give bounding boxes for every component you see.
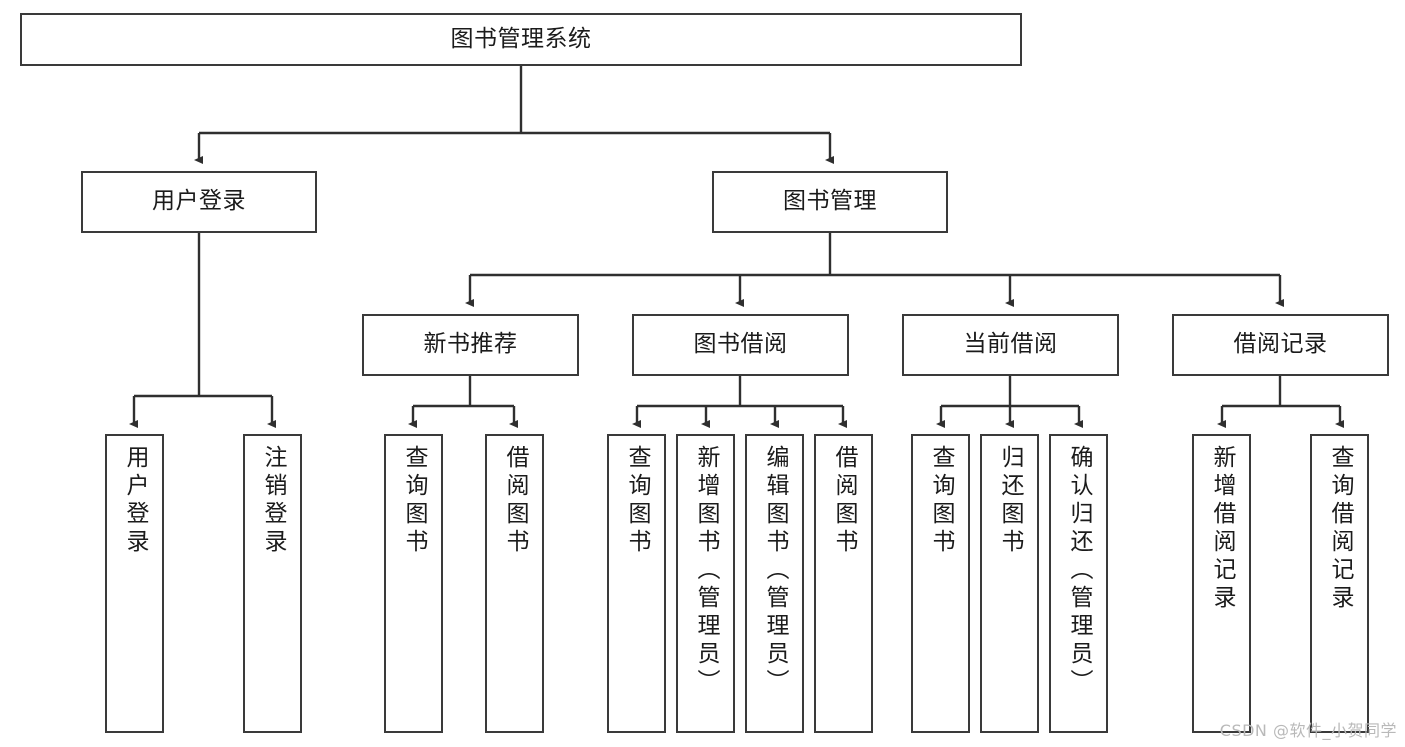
node-root-system[interactable]: 图书管理系统 — [20, 13, 1022, 66]
node-label: 图书借阅 — [693, 331, 788, 358]
node-label: 编辑图书（管理员） — [762, 445, 788, 697]
node-label: 注销登录 — [260, 445, 286, 557]
node-current-borrow[interactable]: 当前借阅 — [902, 314, 1119, 376]
node-book-borrow[interactable]: 图书借阅 — [632, 314, 849, 376]
node-label: 借阅图书 — [502, 445, 528, 557]
node-label: 确认归还（管理员） — [1066, 445, 1092, 697]
leaf-current-borrow-confirm-return[interactable]: 确认归还（管理员） — [1049, 434, 1108, 733]
node-label: 新增借阅记录 — [1209, 445, 1235, 613]
leaf-borrow-record-query[interactable]: 查询借阅记录 — [1310, 434, 1369, 733]
leaf-user-login-signout[interactable]: 注销登录 — [243, 434, 302, 733]
node-label: 查询图书 — [401, 445, 427, 557]
leaf-new-book-query[interactable]: 查询图书 — [384, 434, 443, 733]
leaf-new-book-borrow[interactable]: 借阅图书 — [485, 434, 544, 733]
node-book-manage[interactable]: 图书管理 — [712, 171, 948, 233]
leaf-book-borrow-lend[interactable]: 借阅图书 — [814, 434, 873, 733]
csdn-watermark: CSDN @软件_小贺同学 — [1219, 721, 1397, 740]
node-label: 用户登录 — [122, 445, 148, 557]
leaf-book-borrow-add[interactable]: 新增图书（管理员） — [676, 434, 735, 733]
node-label: 新增图书（管理员） — [693, 445, 719, 697]
node-label: 查询图书 — [928, 445, 954, 557]
leaf-current-borrow-query[interactable]: 查询图书 — [911, 434, 970, 733]
node-new-book-recommend[interactable]: 新书推荐 — [362, 314, 579, 376]
node-label: 图书管理系统 — [450, 25, 592, 52]
node-user-login[interactable]: 用户登录 — [81, 171, 317, 233]
node-label: 当前借阅 — [963, 331, 1058, 358]
leaf-user-login-signin[interactable]: 用户登录 — [105, 434, 164, 733]
leaf-borrow-record-add[interactable]: 新增借阅记录 — [1192, 434, 1251, 733]
node-label: 用户登录 — [152, 188, 246, 215]
node-label: 借阅图书 — [831, 445, 857, 557]
node-label: 新书推荐 — [423, 331, 518, 358]
leaf-current-borrow-return[interactable]: 归还图书 — [980, 434, 1039, 733]
node-label: 图书管理 — [783, 188, 877, 215]
leaf-book-borrow-edit[interactable]: 编辑图书（管理员） — [745, 434, 804, 733]
node-label: 查询借阅记录 — [1327, 445, 1353, 613]
leaf-book-borrow-query[interactable]: 查询图书 — [607, 434, 666, 733]
node-label: 查询图书 — [624, 445, 650, 557]
node-label: 归还图书 — [997, 445, 1023, 557]
node-borrow-record[interactable]: 借阅记录 — [1172, 314, 1389, 376]
node-label: 借阅记录 — [1233, 331, 1328, 358]
